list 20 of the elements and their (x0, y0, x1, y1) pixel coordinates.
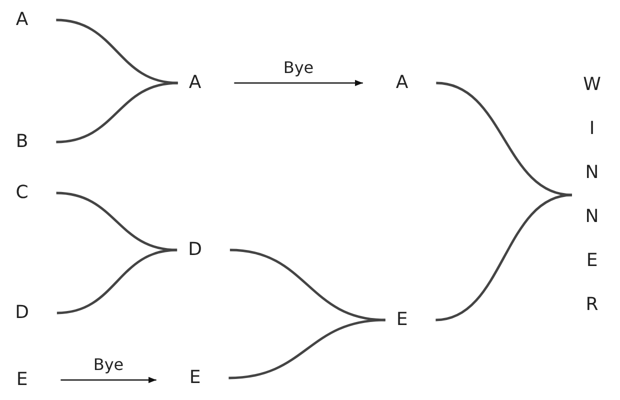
bracket-line (436, 194, 572, 322)
team-label: C (12, 182, 32, 204)
winner-label: WINNER (580, 63, 604, 327)
arrow (234, 80, 363, 86)
team-label: A (186, 72, 204, 94)
arrow (60, 376, 156, 384)
team-label: A (392, 72, 412, 94)
team-label: E (13, 369, 31, 391)
bracket-line (56, 248, 178, 314)
bracket-line (228, 318, 386, 380)
team-label: D (185, 239, 205, 261)
team-label: E (393, 309, 411, 331)
bracket-line (56, 18, 178, 84)
team-label: A (12, 9, 32, 31)
bracket-line (56, 192, 178, 252)
team-label: D (12, 302, 32, 324)
bracket-line (436, 82, 572, 196)
bracket-line (56, 82, 178, 144)
team-label: B (12, 131, 32, 153)
team-label: E (186, 367, 204, 389)
